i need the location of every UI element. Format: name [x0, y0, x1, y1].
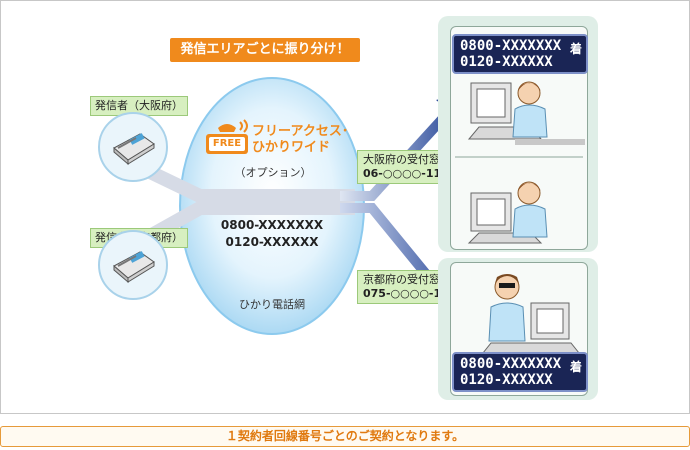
operator-illustration-osaka — [455, 81, 585, 244]
network-label: ひかり電話網 — [239, 298, 305, 311]
caller-phone-osaka — [98, 112, 168, 182]
number-card-bottom-line2: 0120-XXXXXX — [460, 372, 553, 388]
number-card-top-line2: 0120-XXXXXX — [460, 54, 553, 70]
phone-icon — [113, 251, 155, 284]
operator-illustration-kyoto — [481, 274, 581, 354]
routing-banner: 発信エリアごとに振り分け！ — [170, 38, 360, 62]
number-card-top: 0800-XXXXXXX 0120-XXXXXX 着 — [452, 34, 588, 74]
free-badge: FREE — [204, 118, 250, 158]
window-name-osaka: 大阪府の受付窓口 — [363, 153, 451, 166]
free-phone-icon — [206, 119, 248, 154]
window-number-osaka: 06-○○○○-1111 — [363, 167, 457, 180]
contract-note: １契約者回線番号ごとのご契約となります。 — [0, 426, 690, 447]
free-badge-text: FREE — [212, 138, 242, 149]
service-number-2: 0120-XXXXXX — [225, 235, 319, 249]
number-card-bottom: 0800-XXXXXXX 0120-XXXXXX 着 — [452, 352, 588, 392]
service-number-1: 0800-XXXXXXX — [220, 218, 324, 232]
service-name-line2: ひかりワイド — [252, 140, 331, 155]
caller-phone-kyoto — [98, 230, 168, 300]
number-card-bottom-suffix: 着 — [569, 360, 582, 374]
window-name-kyoto: 京都府の受付窓口 — [363, 273, 451, 286]
number-card-bottom-line1: 0800-XXXXXXX — [460, 356, 562, 372]
phone-icon — [113, 133, 155, 166]
caller-line-osaka — [146, 165, 355, 203]
number-card-top-line1: 0800-XXXXXXX — [460, 38, 562, 54]
service-name-line1: フリーアクセス･ — [252, 124, 349, 139]
caller-line-kyoto — [146, 201, 355, 243]
service-option-note: （オプション） — [234, 166, 312, 179]
route-arrow-osaka — [340, 100, 460, 201]
number-card-top-suffix: 着 — [569, 42, 582, 56]
